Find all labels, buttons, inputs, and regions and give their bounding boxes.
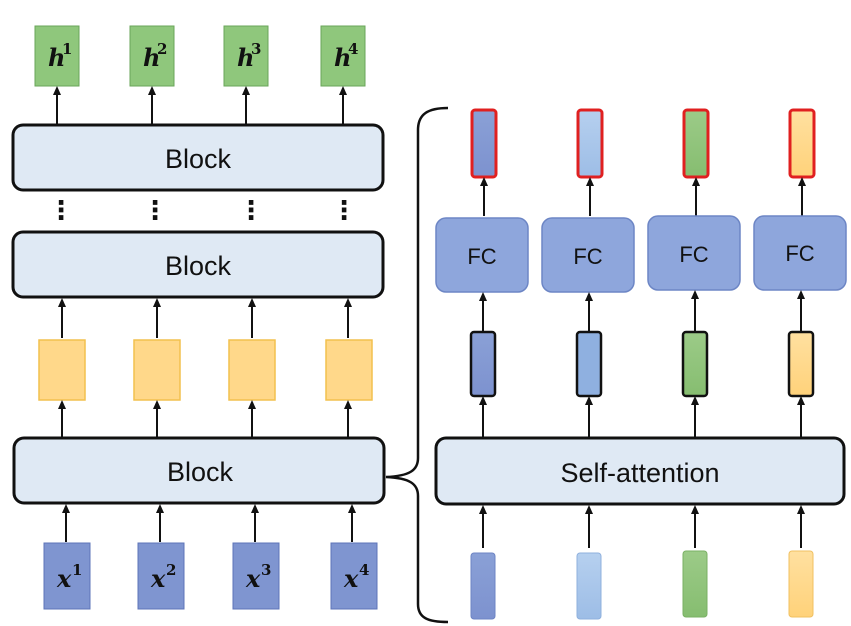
output-h3: h 3 (223, 25, 269, 87)
ellipsis-3: ⋮ (238, 195, 264, 225)
fc-layer-4: FC (753, 215, 847, 291)
attention-output-vector-1 (469, 330, 497, 398)
attention-output-vector-4 (787, 330, 815, 398)
input-x1: x 1 (43, 542, 91, 610)
input-arrows (62, 504, 356, 542)
block-middle-label: Block (165, 251, 232, 281)
input-x4: x 4 (330, 542, 378, 610)
block-bottom: Block (12, 436, 386, 505)
attention-output-vector-2 (575, 330, 603, 398)
block-output-vector-3 (682, 108, 710, 179)
ellipsis-2: ⋮ (142, 195, 168, 225)
fc-to-output-arrows (480, 177, 806, 216)
self-attention-layer: Self-attention (434, 436, 846, 506)
output-h1-sup: 1 (62, 40, 72, 58)
self-attention-label: Self-attention (560, 458, 719, 488)
hidden-vectors (38, 339, 373, 401)
fc-layer-1: FC (435, 217, 529, 293)
output-h2-sup: 2 (157, 40, 167, 58)
output-h3-base: h (237, 43, 254, 72)
block-to-hidden-arrows (58, 400, 352, 437)
output-h2: h 2 (129, 25, 175, 87)
vector-to-fc-arrows (479, 290, 805, 331)
input-x1-sup: 1 (72, 561, 82, 579)
output-h4-sup: 4 (348, 40, 358, 58)
block-bottom-label: Block (167, 457, 234, 487)
block-output-vectors (470, 108, 816, 179)
ellipsis-1: ⋮ (48, 195, 74, 225)
output-h2-base: h (143, 43, 160, 72)
fc-layers: FC FC FC FC (435, 215, 847, 293)
input-to-attention-arrows (479, 505, 805, 548)
block-input-vectors (470, 550, 814, 620)
output-arrows (53, 86, 347, 124)
hidden-vector-1 (38, 339, 86, 401)
fc-layer-4-label: FC (785, 241, 814, 266)
fc-layer-2: FC (541, 217, 635, 293)
input-x3-base: x (245, 564, 261, 593)
stack-ellipsis: ⋮ ⋮ ⋮ ⋮ (48, 195, 357, 225)
input-x4-sup: 4 (359, 561, 369, 579)
block-output-vector-1 (470, 108, 498, 179)
hidden-vector-4 (325, 339, 373, 401)
fc-layer-3-label: FC (679, 242, 708, 267)
block-input-vector-4 (788, 550, 814, 618)
input-x3: x 3 (232, 542, 280, 610)
block-output-vector-4 (788, 108, 816, 179)
fc-layer-2-label: FC (573, 244, 602, 269)
output-h3-sup: 3 (251, 40, 261, 58)
input-x3-sup: 3 (261, 561, 271, 579)
output-h4: h 4 (320, 25, 366, 87)
ellipsis-4: ⋮ (331, 195, 357, 225)
block-top: Block (11, 123, 385, 192)
input-x2-sup: 2 (166, 561, 176, 579)
attention-to-vector-arrows (479, 396, 805, 437)
input-tokens: x 1 x 2 x 3 x 4 (43, 542, 378, 610)
attention-output-vector-3 (681, 330, 709, 398)
attention-output-vectors (469, 330, 815, 398)
output-h4-base: h (334, 43, 351, 72)
hidden-vector-2 (133, 339, 181, 401)
fc-layer-3: FC (647, 215, 741, 291)
hidden-to-block-arrows (58, 298, 352, 338)
output-h1-base: h (48, 43, 65, 72)
block-input-vector-2 (576, 552, 602, 620)
output-tokens: h 1 h 2 h 3 h 4 (34, 25, 366, 87)
input-x1-base: x (56, 564, 72, 593)
block-input-vector-1 (470, 552, 496, 620)
input-x4-base: x (343, 564, 359, 593)
output-h1: h 1 (34, 25, 80, 87)
fc-layer-1-label: FC (467, 244, 496, 269)
block-top-label: Block (165, 144, 232, 174)
block-middle: Block (11, 230, 385, 299)
hidden-vector-3 (228, 339, 276, 401)
input-x2: x 2 (137, 542, 185, 610)
input-x2-base: x (150, 564, 166, 593)
block-output-vector-2 (576, 108, 604, 179)
curly-brace (385, 106, 449, 624)
block-input-vector-3 (682, 550, 708, 618)
